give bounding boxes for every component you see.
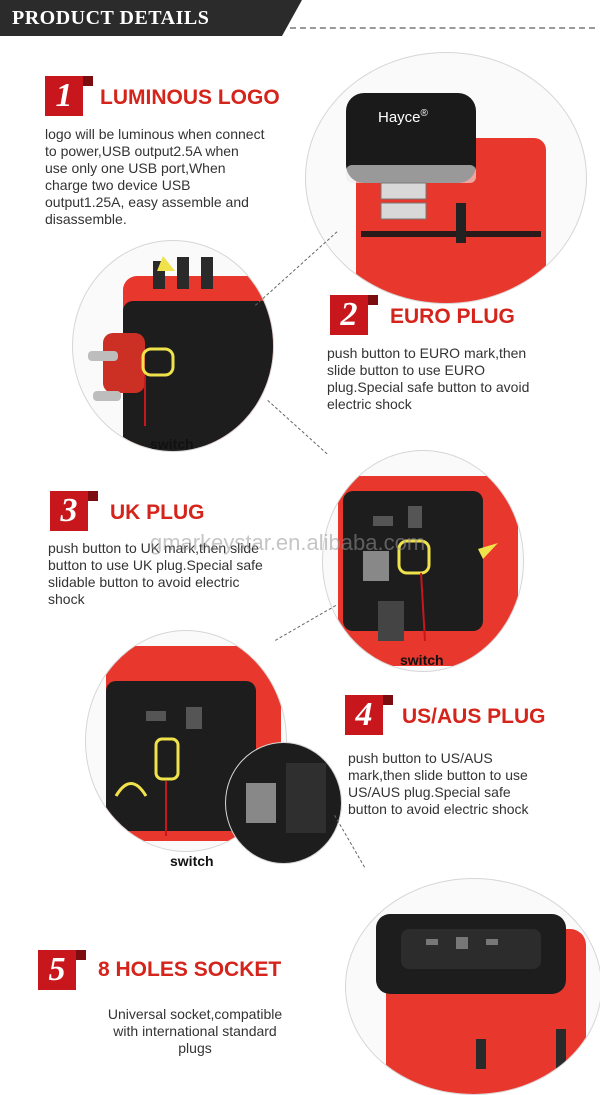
euro-plug-image bbox=[72, 240, 274, 452]
section-1-badge: 1 bbox=[45, 76, 83, 116]
section-4-title: US/AUS PLUG bbox=[402, 705, 546, 728]
switch-label: switch bbox=[400, 652, 444, 668]
switch-label: switch bbox=[170, 853, 214, 869]
logo-closeup-image bbox=[305, 52, 587, 304]
socket-image bbox=[345, 878, 600, 1095]
page-title: PRODUCT DETAILS bbox=[12, 7, 210, 29]
section-5-title: 8 HOLES SOCKET bbox=[98, 958, 282, 981]
section-5-badge: 5 bbox=[38, 950, 76, 990]
connector-line bbox=[334, 815, 365, 868]
header-divider bbox=[290, 27, 595, 29]
connector-line bbox=[267, 400, 328, 455]
connector-line bbox=[255, 231, 338, 306]
uk-plug-image bbox=[322, 450, 524, 672]
badge-fold bbox=[83, 76, 93, 86]
us-aus-plug-detail-image bbox=[225, 742, 342, 864]
section-4-badge: 4 bbox=[345, 695, 383, 735]
connector-line bbox=[275, 605, 337, 641]
badge-fold bbox=[88, 491, 98, 501]
badge-fold bbox=[368, 295, 378, 305]
badge-fold bbox=[76, 950, 86, 960]
switch-label: switch bbox=[150, 436, 194, 452]
section-1-title: LUMINOUS LOGO bbox=[100, 86, 280, 109]
badge-fold bbox=[383, 695, 393, 705]
section-2-title: EURO PLUG bbox=[390, 305, 515, 328]
section-3-badge: 3 bbox=[50, 491, 88, 531]
watermark: gmarkeystar.en.alibaba.com bbox=[150, 530, 426, 555]
brand-logo: Hayce® bbox=[378, 108, 428, 126]
section-3-title: UK PLUG bbox=[110, 501, 205, 524]
section-2-badge: 2 bbox=[330, 295, 368, 335]
